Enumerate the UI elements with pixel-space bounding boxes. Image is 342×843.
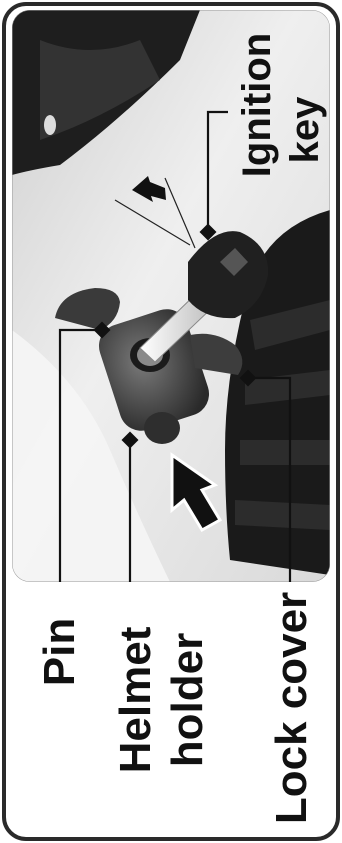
ignition-key-label-1: Ignition xyxy=(235,33,279,177)
lock-cover-label: Lock cover xyxy=(267,592,316,824)
helmet-holder-label-2: holder xyxy=(163,633,212,767)
ignition-key-label-2: key xyxy=(283,96,327,163)
pin-label: Pin xyxy=(35,618,84,686)
helmet-holder-label-1: Helmet xyxy=(111,626,160,773)
